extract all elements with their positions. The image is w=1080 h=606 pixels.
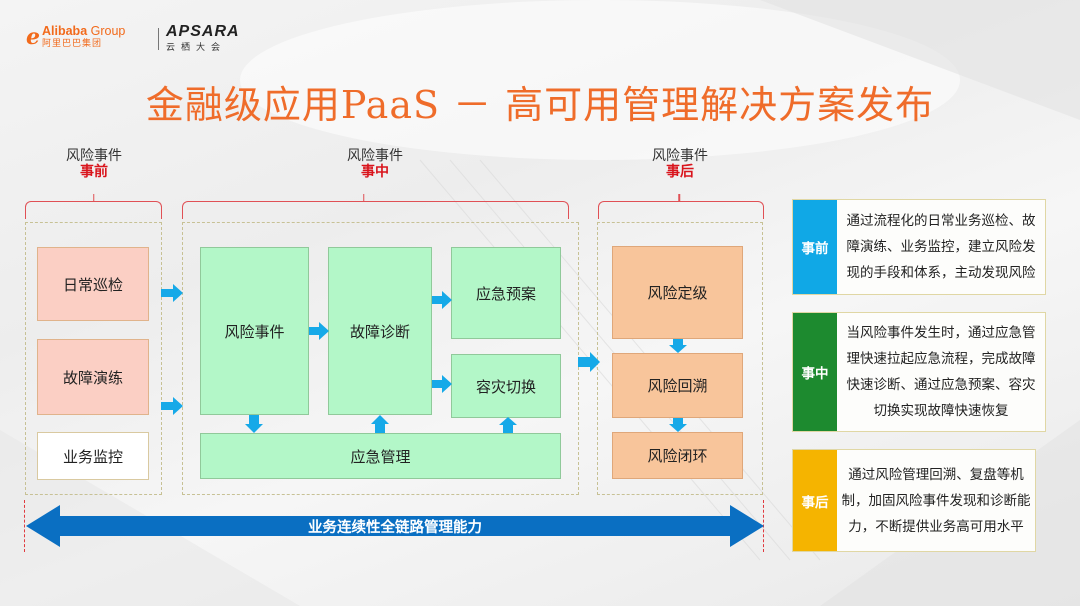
arrow-down-icon bbox=[669, 418, 687, 432]
brace-during bbox=[182, 194, 569, 219]
block-label: 风险事件 bbox=[224, 322, 285, 341]
arrow-down-icon bbox=[245, 415, 263, 433]
phase-tag: 事中 bbox=[361, 164, 389, 181]
group-after bbox=[597, 222, 763, 495]
phase-tag: 事后 bbox=[666, 164, 694, 181]
arrow-right-icon bbox=[432, 375, 452, 393]
apsara-logo-text: APSARA bbox=[166, 23, 240, 40]
guide-line-left bbox=[24, 500, 25, 552]
phase-tag: 事前 bbox=[80, 164, 108, 181]
block-contingency-plan: 应急预案 bbox=[451, 247, 561, 339]
block-risk-event: 风险事件 bbox=[200, 247, 309, 415]
phase-label: 风险事件 bbox=[66, 148, 122, 164]
info-card-before: 事前 通过流程化的日常业务巡检、故障演练、业务监控，建立风险发现的手段和体系，主… bbox=[792, 199, 1046, 295]
business-continuity-arrow bbox=[26, 505, 764, 547]
block-label: 故障诊断 bbox=[349, 322, 410, 341]
block-label: 风险回溯 bbox=[647, 377, 708, 395]
block-risk-review: 风险回溯 bbox=[612, 353, 743, 418]
group-before bbox=[25, 222, 162, 495]
block-dr-switch: 容灾切换 bbox=[451, 354, 561, 418]
block-daily-inspection: 日常巡检 bbox=[37, 247, 149, 321]
card-description: 当风险事件发生时，通过应急管理快速拉起应急流程，完成故障快速诊断、通过应急预案、… bbox=[846, 325, 1036, 419]
apsara-logo-cn: 云栖大会 bbox=[166, 43, 227, 53]
block-label: 应急预案 bbox=[475, 284, 536, 303]
brace-after bbox=[598, 194, 764, 219]
card-description: 通过流程化的日常业务巡检、故障演练、业务监控，建立风险发现的手段和体系，主动发现… bbox=[846, 213, 1036, 281]
phase-header-before: 风险事件 事前 bbox=[44, 148, 144, 180]
block-label: 应急管理 bbox=[350, 447, 411, 466]
apsara-logo: APSARA 云栖大会 bbox=[166, 24, 240, 53]
phase-header-after: 风险事件 事后 bbox=[630, 148, 730, 180]
brace-before bbox=[25, 194, 162, 219]
alibaba-logo-cn: 阿里巴巴集团 bbox=[42, 38, 103, 49]
alibaba-logo: e Alibaba Group 阿里巴巴集团 bbox=[26, 24, 125, 50]
alibaba-logo-group-text: Group bbox=[87, 24, 126, 39]
arrow-right-icon bbox=[578, 352, 600, 372]
card-tag: 事中 bbox=[793, 313, 837, 431]
arrow-right-icon bbox=[309, 322, 329, 340]
info-card-during: 事中 当风险事件发生时，通过应急管理快速拉起应急流程，完成故障快速诊断、通过应急… bbox=[792, 312, 1046, 432]
phase-header-during: 风险事件 事中 bbox=[325, 148, 425, 180]
logo-divider bbox=[158, 28, 159, 50]
arrow-down-icon bbox=[669, 339, 687, 353]
phase-label: 风险事件 bbox=[652, 148, 708, 164]
arrow-up-icon bbox=[371, 415, 389, 433]
block-label: 故障演练 bbox=[62, 368, 123, 387]
phase-label: 风险事件 bbox=[347, 148, 403, 164]
block-risk-grading: 风险定级 bbox=[612, 246, 743, 339]
arrow-right-icon bbox=[432, 291, 452, 309]
block-label: 风险闭环 bbox=[647, 447, 708, 465]
block-label: 业务监控 bbox=[62, 447, 123, 466]
card-description: 通过风险管理回溯、复盘等机制，加固风险事件发现和诊断能力，不断提供业务高可用水平 bbox=[841, 466, 1031, 535]
arrow-right-icon bbox=[161, 284, 183, 302]
info-card-after: 事后 通过风险管理回溯、复盘等机制，加固风险事件发现和诊断能力，不断提供业务高可… bbox=[792, 449, 1036, 552]
arrow-up-icon bbox=[499, 417, 517, 433]
banner-label: 业务连续性全链路管理能力 bbox=[308, 520, 482, 536]
block-fault-diagnosis: 故障诊断 bbox=[328, 247, 432, 415]
block-emergency-management: 应急管理 bbox=[200, 433, 561, 479]
block-label: 风险定级 bbox=[647, 284, 708, 302]
arrow-right-icon bbox=[161, 397, 183, 415]
card-tag: 事前 bbox=[793, 200, 837, 294]
block-label: 容灾切换 bbox=[475, 377, 536, 396]
slide-title: 金融级应用PaaS － 高可用管理解决方案发布 bbox=[145, 83, 935, 127]
alibaba-logo-mark: e bbox=[26, 24, 40, 50]
card-tag: 事后 bbox=[793, 450, 837, 551]
block-business-monitoring: 业务监控 bbox=[37, 432, 149, 480]
block-fault-drill: 故障演练 bbox=[37, 339, 149, 415]
block-risk-closure: 风险闭环 bbox=[612, 432, 743, 479]
alibaba-logo-text: Alibaba bbox=[42, 24, 88, 39]
block-label: 日常巡检 bbox=[62, 275, 123, 294]
